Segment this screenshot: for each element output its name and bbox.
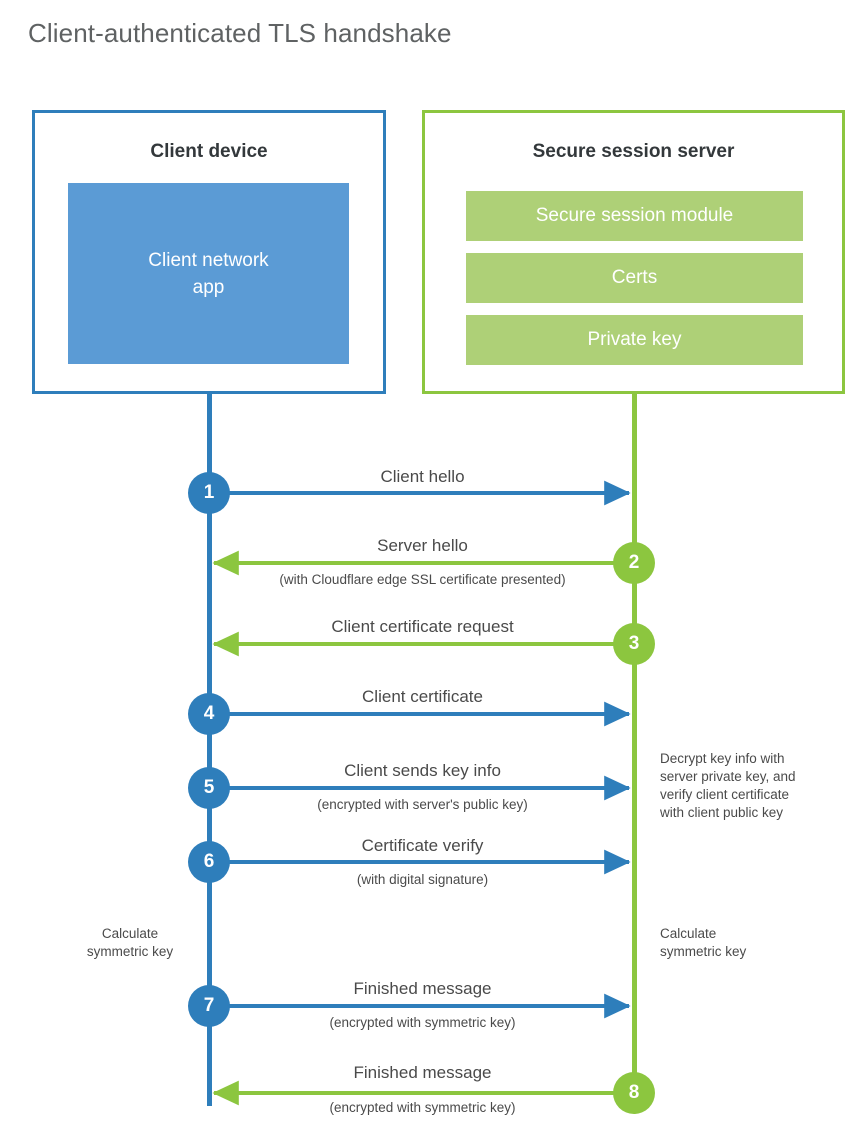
message-label-6: Certificate verify — [361, 836, 484, 855]
note-client-calculate-symmetric-key: Calculate symmetric key — [86, 926, 174, 959]
message-sub-6: (with digital signature) — [356, 872, 489, 887]
step-badge-8[interactable]: 8 — [613, 1072, 655, 1114]
step-badge-1[interactable]: 1 — [188, 472, 230, 514]
server-component-private-key: Private key — [466, 315, 803, 365]
client-network-app-label: Client network app — [148, 249, 269, 298]
message-label-8: Finished message — [353, 1063, 492, 1082]
step-badge-7[interactable]: 7 — [188, 985, 230, 1027]
message-sub-2: (with Cloudflare edge SSL certificate pr… — [279, 572, 566, 587]
step-badge-6[interactable]: 6 — [188, 841, 230, 883]
message-label-3: Client certificate request — [331, 617, 514, 636]
secure-session-server-box: Secure session server Secure session mod… — [422, 110, 845, 394]
server-component-secure-session-module: Secure session module — [466, 191, 803, 241]
message-label-1: Client hello — [380, 467, 465, 486]
message-sub-7: (encrypted with symmetric key) — [329, 1015, 516, 1030]
step-badge-5[interactable]: 5 — [188, 767, 230, 809]
note-server-calculate-symmetric-key: Calculate symmetric key — [660, 926, 747, 959]
note-server-decrypt: Decrypt key info with server private key… — [660, 751, 796, 820]
client-network-app-block: Client network app — [68, 183, 349, 364]
step-badge-2[interactable]: 2 — [613, 542, 655, 584]
step-badge-3[interactable]: 3 — [613, 623, 655, 665]
secure-session-server-title: Secure session server — [532, 141, 735, 162]
client-lifeline — [207, 394, 212, 1106]
server-lifeline — [632, 394, 637, 1094]
message-label-4: Client certificate — [362, 687, 483, 706]
step-badge-4[interactable]: 4 — [188, 693, 230, 735]
client-device-box: Client device Client network app — [32, 110, 386, 394]
client-device-title: Client device — [150, 141, 268, 162]
server-component-certs: Certs — [466, 253, 803, 303]
page-title: Client-authenticated TLS handshake — [28, 18, 452, 48]
message-label-7: Finished message — [353, 979, 492, 998]
message-label-5: Client sends key info — [344, 761, 501, 780]
message-sub-5: (encrypted with server's public key) — [317, 797, 528, 812]
message-label-2: Server hello — [377, 536, 468, 555]
message-sub-8: (encrypted with symmetric key) — [329, 1100, 516, 1115]
